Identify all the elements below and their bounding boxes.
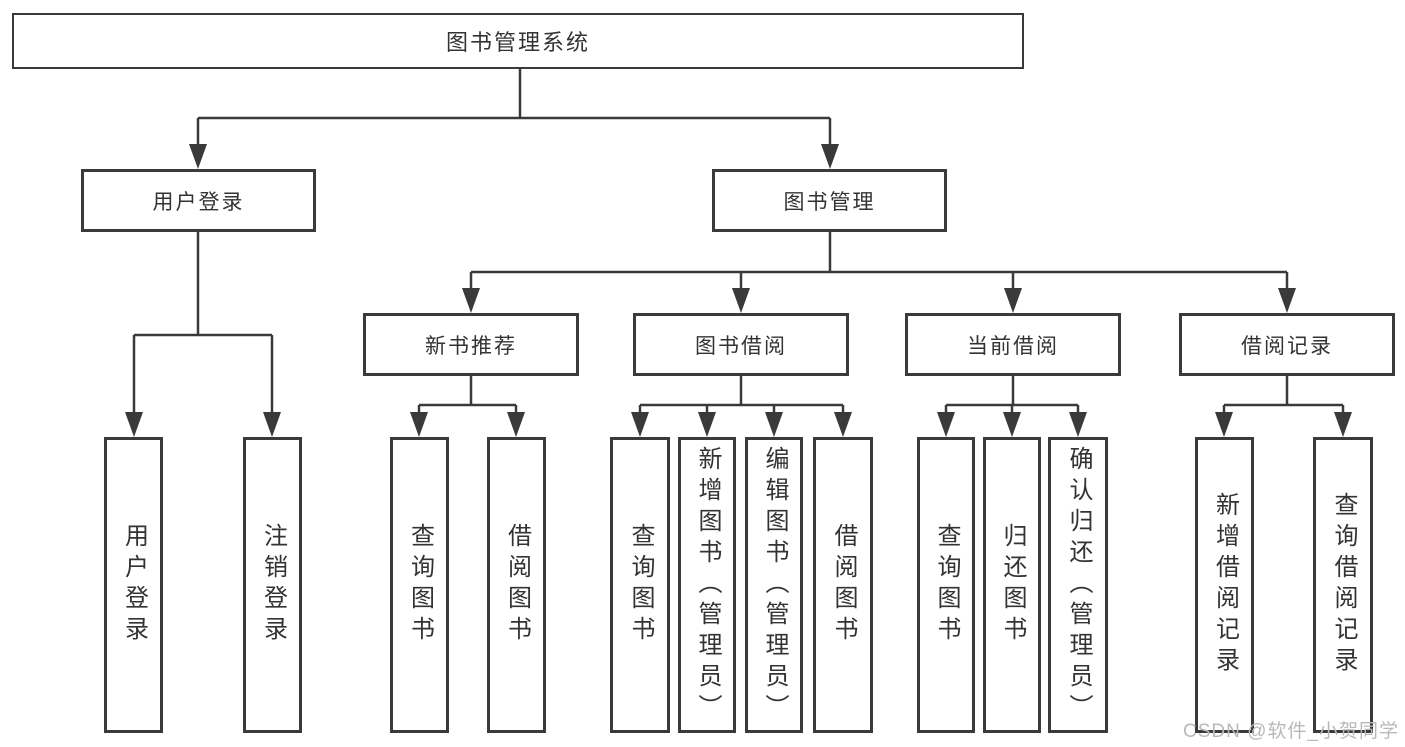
node-book-borrow: 图书借阅: [633, 313, 849, 376]
leaf-user-login: 用户登录: [104, 437, 163, 733]
leaf-logout: 注销登录: [243, 437, 302, 733]
leaf-query-borrow-record: 查询借阅记录: [1313, 437, 1373, 733]
leaf-add-books-admin: 新增图书（管理员）: [678, 437, 736, 733]
csdn-watermark: CSDN @软件_小贺同学: [1183, 721, 1399, 742]
leaf-confirm-return-admin: 确认归还（管理员）: [1048, 437, 1108, 733]
leaf-return-books: 归还图书: [983, 437, 1041, 733]
leaf-borrow-books-recommend: 借阅图书: [487, 437, 546, 733]
node-borrow-record: 借阅记录: [1179, 313, 1395, 376]
node-user-login: 用户登录: [81, 169, 316, 232]
node-root-system: 图书管理系统: [12, 13, 1024, 69]
leaf-query-books-borrow: 查询图书: [610, 437, 670, 733]
arrowhead-icons: [125, 144, 1352, 437]
leaf-query-books-current: 查询图书: [917, 437, 975, 733]
leaf-edit-books-admin: 编辑图书（管理员）: [745, 437, 803, 733]
node-new-book-recommend: 新书推荐: [363, 313, 579, 376]
leaf-add-borrow-record: 新增借阅记录: [1195, 437, 1254, 733]
node-book-management: 图书管理: [712, 169, 947, 232]
leaf-query-books-recommend: 查询图书: [390, 437, 449, 733]
node-current-borrow: 当前借阅: [905, 313, 1121, 376]
leaf-borrow-books: 借阅图书: [813, 437, 873, 733]
